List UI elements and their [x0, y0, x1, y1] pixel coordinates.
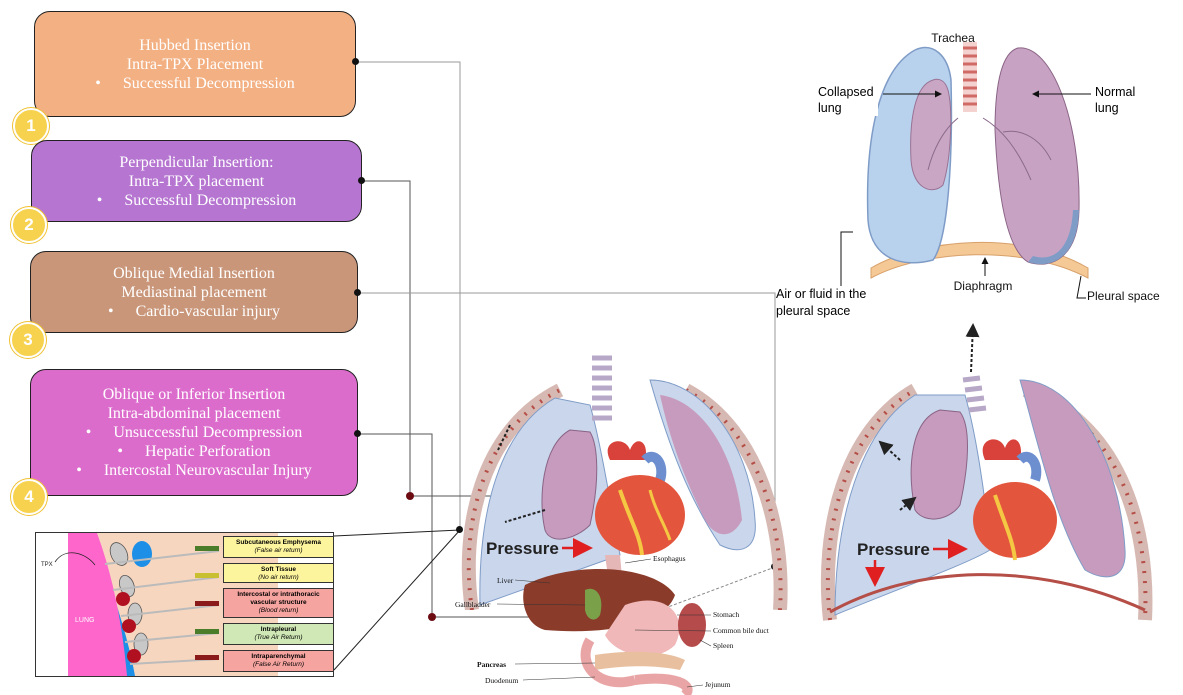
insertion-box-3: Oblique Medial Insertion Mediastinal pla… [30, 251, 358, 333]
badge-2: 2 [11, 207, 47, 243]
inset-layer-5-title: Intraparenchymal [224, 653, 333, 661]
box-3-line-2: Mediastinal placement [31, 283, 357, 302]
connector-inset-bottom [334, 530, 460, 670]
inset-layer-5: Intraparenchymal (False Air Return) [223, 650, 334, 672]
diaphragm-label: Diaphragm [954, 279, 1013, 293]
lungs-diagram: Trachea Collapsed lung Normal lung Air o… [783, 0, 1183, 330]
box-1-bullet-1: Successful Decompression [35, 74, 355, 93]
badge-1: 1 [13, 108, 49, 144]
normal-lung-text: Normal lung [1095, 84, 1147, 116]
inset-layer-2-note: (No air return) [224, 574, 333, 582]
heart-center [595, 441, 685, 555]
box-3-bullet-1: Cardio-vascular injury [31, 302, 357, 321]
chest-endpoint-2 [406, 492, 414, 500]
stomach-label: Stomach [713, 610, 739, 619]
inset-layer-5-note: (False Air Return) [224, 661, 333, 669]
inset-tpx-label: TPX [41, 562, 53, 568]
spleen-label: Spleen [713, 641, 734, 650]
box-2-endpoint [358, 177, 365, 184]
liver-label: Liver [497, 576, 514, 585]
inset-layer-4: Intrapleural (True Air Return) [223, 623, 334, 645]
air-fluid-leader [841, 232, 853, 288]
esophagus-label: Esophagus [653, 555, 686, 563]
tension-pneumothorax-illustration: Pressure [815, 320, 1170, 650]
inset-layer-3: Intercostal or intrathoracic vascular st… [223, 588, 334, 618]
badge-3: 3 [10, 322, 46, 358]
pleural-space-label: Pleural space [1087, 289, 1160, 303]
box-3-endpoint [354, 289, 361, 296]
abdomen-endpoint-4 [428, 613, 436, 621]
trachea-illustration [963, 42, 977, 112]
insertion-box-1: Hubbed Insertion Intra-TPX Placement Suc… [34, 11, 356, 117]
box-2-line-1: Perpendicular Insertion: [32, 153, 361, 172]
inset-layer-4-title: Intrapleural [224, 626, 333, 634]
gallbladder-label: Gallbladder [455, 600, 491, 609]
box-4-bullet-2: Hepatic Perforation [31, 442, 357, 461]
normal-lung [995, 48, 1079, 264]
inset-layer-1-note: (False air return) [224, 547, 333, 555]
pleural-space-leader [1077, 276, 1086, 298]
connector-inset-top [334, 530, 460, 536]
pressure-label-right: Pressure [857, 540, 930, 559]
box-4-bullet-3: Intercostal Neurovascular Injury [31, 461, 357, 480]
inset-layer-1-title: Subcutaneous Emphysema [224, 539, 333, 547]
insertion-box-2: Perpendicular Insertion: Intra-TPX place… [31, 140, 362, 222]
box-4-endpoint [354, 430, 361, 437]
box-1-line-1: Hubbed Insertion [35, 36, 355, 55]
trachea-label: Trachea [931, 31, 975, 45]
inset-lung-label: LUNG [75, 617, 94, 624]
box-4-bullet-1: Unsuccessful Decompression [31, 423, 357, 442]
inset-layer-1: Subcutaneous Emphysema (False air return… [223, 536, 334, 558]
pancreas-organ [595, 652, 685, 670]
trachea-center [592, 358, 612, 418]
box-2-bullet-1: Successful Decompression [32, 191, 361, 210]
inset-layer-3-title: Intercostal or intrathoracic vascular st… [224, 591, 333, 607]
insertion-box-4: Oblique or Inferior Insertion Intra-abdo… [30, 369, 358, 496]
box-1-line-2: Intra-TPX Placement [35, 55, 355, 74]
box-2-line-2: Intra-TPX placement [32, 172, 361, 191]
abdominal-organs-illustration: Liver Gallbladder Esophagus Stomach Comm… [455, 555, 785, 695]
box-4-line-2: Intra-abdominal placement [31, 404, 357, 423]
pancreas-label: Pancreas [477, 660, 506, 669]
inset-layer-4-note: (True Air Return) [224, 634, 333, 642]
inset-layer-2: Soft Tissue (No air return) [223, 563, 334, 583]
inset-layer-2-title: Soft Tissue [224, 566, 333, 574]
box-1-endpoint [352, 58, 359, 65]
jejunum-organ [635, 679, 688, 695]
jejunum-label: Jejunum [705, 680, 731, 689]
duodenum-label: Duodenum [485, 676, 518, 685]
inset-layer-3-note: (Blood return) [224, 607, 333, 615]
spleen-organ [678, 603, 706, 647]
connector-1 [356, 62, 460, 530]
box-4-line-1: Oblique or Inferior Insertion [31, 385, 357, 404]
badge-4: 4 [11, 479, 47, 515]
air-fluid-text: Air or fluid in the pleural space [776, 286, 906, 320]
bile-duct-label: Common bile duct [713, 626, 770, 635]
collapsed-lung-text: Collapsed lung [818, 84, 878, 116]
box-3-line-1: Oblique Medial Insertion [31, 264, 357, 283]
